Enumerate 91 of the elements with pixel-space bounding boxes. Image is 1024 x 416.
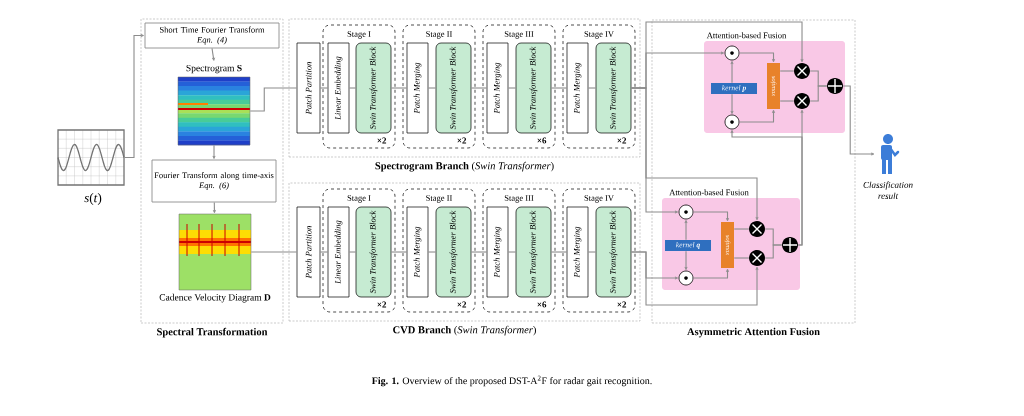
layer-box: Linear Embedding [327, 42, 350, 134]
connector-line [779, 70, 795, 72]
connector-line [249, 87, 298, 112]
connector-line [390, 87, 408, 89]
layer-box: Patch Partition [296, 42, 321, 134]
transformer-block: Swin Transformer Block [595, 42, 632, 134]
arrow [738, 109, 775, 123]
repeat-count: ×2 [377, 137, 387, 144]
connector-line [348, 251, 357, 253]
node-label: Spectral Transformation [157, 327, 268, 338]
add-symbol [827, 78, 843, 94]
arrow [692, 268, 729, 279]
layer-box: Patch Merging [406, 206, 429, 298]
connector-line [250, 251, 298, 253]
spectrogram-heatmap: Spectrogram S [177, 64, 251, 146]
dot-product-symbol [678, 204, 694, 220]
arrow [842, 85, 875, 156]
arrow [730, 60, 734, 84]
cadence-velocity-heatmap: Cadence Velocity Diagram D [159, 213, 271, 303]
arrow [212, 144, 216, 159]
add-symbol [782, 237, 798, 253]
arrow [211, 47, 215, 61]
layer-box: Patch Merging [566, 206, 589, 298]
repeat-count: ×6 [537, 137, 547, 144]
connector-line [587, 87, 597, 89]
connector-line [507, 87, 517, 89]
repeat-count: ×2 [617, 137, 627, 144]
arrow [212, 201, 216, 214]
arrow [730, 129, 803, 246]
connector-line [733, 257, 750, 259]
node-label: Attention-based Fusion [706, 32, 787, 39]
process-box: Fourier Transform along time-axis Eqn. (6) [151, 159, 277, 203]
node-label: CVD Branch (Swin Transformer) [393, 325, 536, 336]
multiply-symbol [749, 221, 765, 237]
node-label: Asymmetric Attention Fusion [687, 327, 820, 338]
connector-line [427, 251, 437, 253]
arrow [730, 93, 734, 115]
repeat-count: ×2 [457, 301, 467, 308]
connector-line [550, 251, 568, 253]
arrow [630, 87, 759, 221]
repeat-count: ×2 [617, 301, 627, 308]
multiply-symbol [794, 63, 810, 79]
repeat-count: ×2 [457, 137, 467, 144]
connector-line [809, 85, 828, 102]
transformer-block: Swin Transformer Block [435, 42, 472, 134]
arrow [630, 251, 759, 306]
repeat-count: ×6 [537, 301, 547, 308]
connector-line [733, 228, 750, 230]
node-label: Spectrogram Branch (Swin Transformer) [375, 161, 554, 172]
repeat-count: ×2 [377, 301, 387, 308]
multiply-symbol [749, 250, 765, 266]
transformer-block: Swin Transformer Block [355, 206, 392, 298]
connector-line [764, 244, 783, 259]
layer-box: Patch Merging [486, 42, 509, 134]
transformer-block: Swin Transformer Block [355, 42, 392, 134]
multiply-symbol [794, 93, 810, 109]
arrow [684, 250, 688, 271]
transformer-block: Swin Transformer Block [595, 206, 632, 298]
transformer-block: Swin Transformer Block [515, 42, 552, 134]
connector-line [319, 251, 329, 253]
arrow [738, 52, 775, 63]
arrow [124, 34, 144, 159]
layer-box: Patch Merging [486, 206, 509, 298]
node-label: Spectrogram S [186, 64, 242, 74]
connector-line [470, 251, 488, 253]
dot-product-symbol [724, 114, 740, 130]
layer-box: Patch Partition [296, 206, 321, 298]
connector-line [587, 251, 597, 253]
node-label: Attention-based Fusion [669, 189, 749, 196]
connector-line [348, 87, 357, 89]
process-box: Short Time Fourier Transform Eqn. (4) [144, 22, 280, 49]
connector-line [550, 87, 568, 89]
arrow [692, 211, 729, 222]
transformer-block: Swin Transformer Block [515, 206, 552, 298]
figure-caption: Fig. 1. Overview of the proposed DST-A$^{2}$F for radar gait recognition. [371, 375, 652, 387]
layer-box: Linear Embedding [327, 206, 350, 298]
arrow [684, 219, 688, 241]
dot-product-symbol [678, 270, 694, 286]
layer-box: Patch Merging [406, 42, 429, 134]
connector-line [390, 251, 408, 253]
connector-line [319, 87, 329, 89]
connector-line [507, 251, 517, 253]
transformer-block: Swin Transformer Block [435, 206, 472, 298]
node-label: Cadence Velocity Diagram D [159, 293, 271, 303]
dot-product-symbol [724, 45, 740, 61]
signal-label: s(t) [84, 193, 102, 205]
connector-line [779, 100, 795, 102]
connector-line [470, 87, 488, 89]
connector-line [427, 87, 437, 89]
result-label: Classification result [863, 181, 913, 199]
layer-box: Patch Merging [566, 42, 589, 134]
